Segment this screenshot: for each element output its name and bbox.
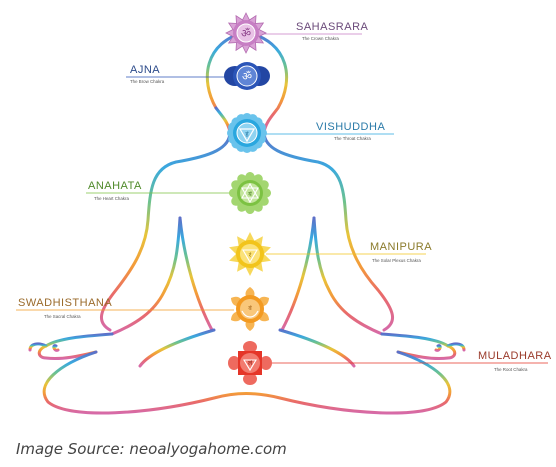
manipura-name: MANIPURA bbox=[370, 241, 432, 253]
image-source-caption: Image Source: neoalyogahome.com bbox=[16, 440, 287, 458]
vishuddha-subtitle: The Throat Chakra bbox=[334, 136, 371, 141]
sahasrara-subtitle: The Crown Chakra bbox=[302, 36, 339, 41]
vishuddha-name: VISHUDDHA bbox=[316, 121, 385, 133]
body-outline bbox=[28, 30, 466, 415]
label-vishuddha: VISHUDDHA The Throat Chakra bbox=[316, 121, 385, 141]
label-sahasrara: SAHASRARA The Crown Chakra bbox=[296, 21, 369, 41]
anahata-symbol: यं bbox=[229, 172, 271, 214]
swadhisthana-symbol: वं bbox=[230, 287, 270, 331]
muladhara-subtitle: The Root Chakra bbox=[494, 367, 528, 372]
muladhara-name: MULADHARA bbox=[478, 350, 552, 362]
muladhara-glyph: लं bbox=[248, 360, 253, 367]
sahasrara-name: SAHASRARA bbox=[296, 21, 369, 33]
sahasrara-symbol: ॐ bbox=[225, 12, 267, 54]
anahata-subtitle: The Heart Chakra bbox=[94, 196, 129, 201]
ajna-subtitle: The Brow Chakra bbox=[130, 79, 165, 84]
anahata-glyph: यं bbox=[248, 191, 252, 198]
vishuddha-glyph: हं bbox=[245, 131, 249, 138]
ajna-glyph: ॐ bbox=[242, 70, 252, 83]
swadhisthana-glyph: वं bbox=[248, 305, 252, 312]
manipura-symbol: रं bbox=[229, 232, 271, 276]
label-muladhara: MULADHARA The Root Chakra bbox=[478, 350, 552, 372]
label-anahata: ANAHATA The Heart Chakra bbox=[88, 180, 142, 201]
swadhisthana-subtitle: The Sacral Chakra bbox=[44, 314, 81, 319]
muladhara-symbol: लं bbox=[228, 341, 272, 385]
ajna-symbol: ॐ bbox=[224, 62, 270, 90]
vishuddha-symbol: हं bbox=[227, 113, 267, 153]
label-manipura: MANIPURA The Solar Plexus Chakra bbox=[370, 241, 432, 263]
label-connectors bbox=[16, 33, 548, 364]
manipura-glyph: रं bbox=[249, 252, 252, 259]
chakra-diagram: SAHASRARA The Crown Chakra AJNA The Brow… bbox=[16, 12, 552, 415]
ajna-name: AJNA bbox=[130, 64, 160, 76]
anahata-name: ANAHATA bbox=[88, 180, 142, 192]
label-ajna: AJNA The Brow Chakra bbox=[130, 64, 165, 84]
label-swadhisthana: SWADHISTHANA The Sacral Chakra bbox=[18, 297, 112, 319]
manipura-subtitle: The Solar Plexus Chakra bbox=[372, 258, 421, 263]
sahasrara-glyph: ॐ bbox=[241, 27, 251, 40]
swadhisthana-name: SWADHISTHANA bbox=[18, 297, 112, 309]
